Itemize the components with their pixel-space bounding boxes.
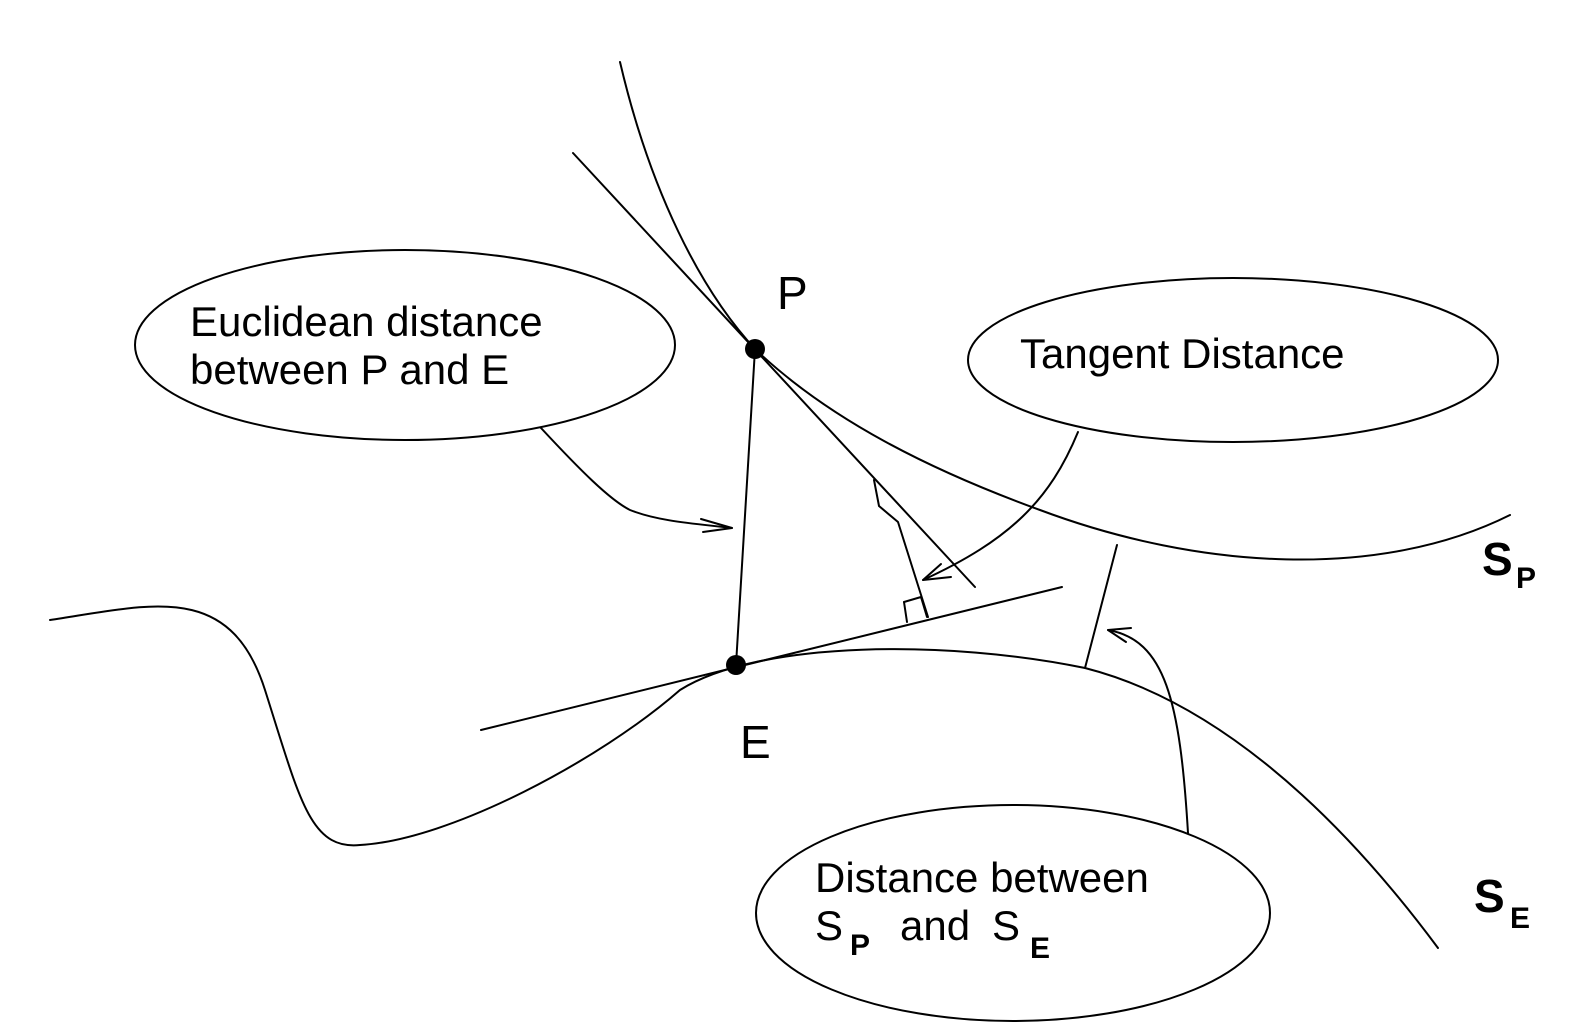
tangent-callout-arrow	[922, 431, 1079, 581]
manifold-distance-callout-arrow	[1107, 629, 1189, 834]
manifold-se-curve	[49, 605, 1439, 949]
tangent-distance-segment	[873, 479, 929, 618]
point-e-label: E	[740, 716, 771, 768]
manifold-distance-arrowhead	[1107, 627, 1132, 643]
manifold-distance-s2: S	[992, 902, 1020, 949]
point-p-label: P	[777, 267, 808, 319]
manifold-sp-label-sub: P	[1516, 562, 1536, 595]
manifold-distance-and: and	[900, 902, 970, 949]
euclidean-callout-line2: between P and E	[190, 346, 509, 393]
manifold-distance-s1-sub: P	[850, 929, 870, 962]
euclidean-callout-bubble	[134, 249, 676, 441]
manifold-sp-label: S	[1482, 533, 1513, 585]
manifold-distance-s2-sub: E	[1030, 932, 1050, 965]
manifold-se-label: S	[1474, 870, 1505, 922]
manifold-distance-s1: S	[815, 902, 843, 949]
right-angle-marker	[903, 596, 928, 618]
manifold-distance-callout-line1: Distance between	[815, 854, 1149, 901]
tangent-arrowhead	[922, 563, 952, 581]
manifold-distance-callout-bubble	[755, 804, 1271, 1022]
right-angle-marker-base	[903, 601, 908, 623]
euclidean-callout-arrow	[540, 427, 733, 529]
tangent-callout-bubble	[967, 277, 1499, 443]
euclidean-arrowhead	[700, 518, 733, 533]
tangent-line-p	[572, 152, 976, 588]
euclidean-callout-line1: Euclidean distance	[190, 298, 543, 345]
tangent-callout-label: Tangent Distance	[1020, 330, 1345, 377]
point-e-marker	[726, 655, 746, 675]
euclidean-segment	[735, 348, 756, 666]
tangent-line-e	[480, 586, 1063, 731]
manifold-sp-curve	[619, 61, 1511, 561]
manifold-distance-segment	[1084, 544, 1118, 669]
point-p-marker	[745, 339, 765, 359]
manifold-se-label-sub: E	[1510, 902, 1530, 935]
